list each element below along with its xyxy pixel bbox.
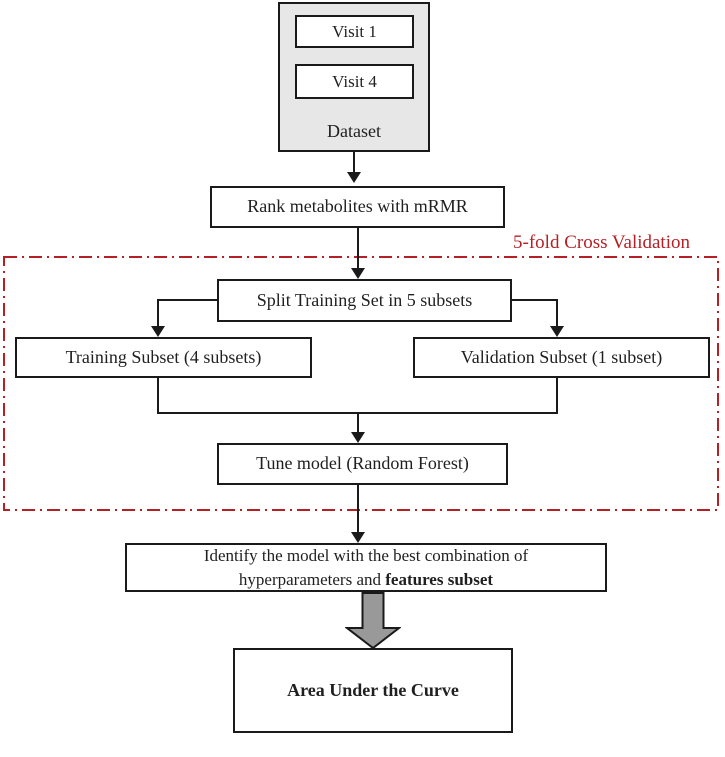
arrowhead-down-icon	[347, 172, 361, 183]
identify-model-line1: Identify the model with the best combina…	[203, 545, 529, 565]
validation-subset-label: Validation Subset (1 subset)	[460, 346, 663, 367]
connector-split-to-training	[157, 299, 159, 327]
identify-line2-prefix: hyperparameters and	[238, 569, 386, 589]
identify-model-box: Identify the model with the best combina…	[125, 543, 607, 592]
arrowhead-down-icon	[151, 326, 165, 337]
split-training-box: Split Training Set in 5 subsets	[217, 279, 512, 322]
tune-model-label: Tune model (Random Forest)	[256, 453, 469, 474]
connector-tune-to-identify	[357, 485, 359, 533]
auc-label: Area Under the Curve	[287, 679, 459, 700]
identify-line2-bold: features subset	[385, 569, 494, 589]
dataset-label: Dataset	[327, 121, 381, 141]
connector-training-to-merge	[157, 378, 159, 414]
connector-split-to-validation	[512, 299, 558, 301]
visit-4-label: Visit 4	[332, 71, 377, 91]
auc-box: Area Under the Curve	[233, 648, 513, 733]
arrowhead-down-icon	[351, 532, 365, 543]
rank-metabolites-box: Rank metabolites with mRMR	[210, 186, 505, 228]
connector-split-to-validation	[556, 299, 558, 327]
cross-validation-region	[3, 256, 719, 511]
arrowhead-down-icon	[351, 268, 365, 279]
connector-validation-to-merge	[556, 378, 558, 414]
connector-rank-to-split	[357, 228, 359, 270]
identify-model-line2: hyperparameters and features subset	[239, 568, 493, 592]
visit-1-label: Visit 1	[332, 21, 377, 41]
split-training-label: Split Training Set in 5 subsets	[256, 289, 473, 310]
dataset-container: Visit 1 Visit 4 Dataset	[278, 2, 430, 152]
connector-merge-to-tune	[357, 412, 359, 434]
cross-validation-label: 5-fold Cross Validation	[513, 232, 690, 253]
validation-subset-box: Validation Subset (1 subset)	[413, 337, 710, 378]
block-arrow-down-icon	[345, 592, 401, 650]
training-subset-label: Training Subset (4 subsets)	[65, 346, 262, 367]
arrowhead-down-icon	[550, 326, 564, 337]
connector-split-to-training	[157, 299, 217, 301]
training-subset-box: Training Subset (4 subsets)	[15, 337, 312, 378]
visit-4-box: Visit 4	[295, 64, 414, 99]
arrowhead-down-icon	[351, 432, 365, 443]
visit-1-box: Visit 1	[295, 15, 414, 48]
tune-model-box: Tune model (Random Forest)	[217, 443, 508, 485]
connector-dataset-to-rank	[353, 152, 355, 174]
rank-metabolites-label: Rank metabolites with mRMR	[247, 196, 468, 217]
